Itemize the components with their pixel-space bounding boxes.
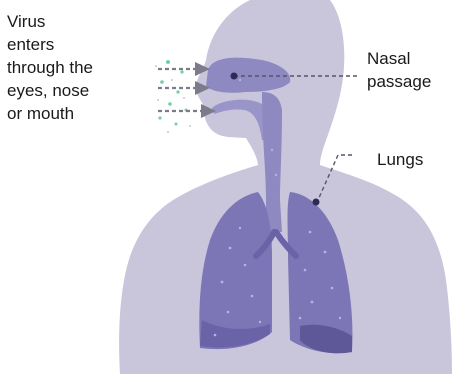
- lungs-label: Lungs: [377, 148, 423, 171]
- virus-entry-label-line: or mouth: [7, 102, 93, 125]
- virus-entry-label-line: through the: [7, 56, 93, 79]
- virus-entry-label-line: enters: [7, 33, 93, 56]
- virus-entry-label-line: eyes, nose: [7, 79, 93, 102]
- lungs-label-text: Lungs: [377, 148, 423, 171]
- dust-dots: [155, 65, 191, 133]
- nasal-passage-label: Nasal passage: [367, 47, 431, 93]
- virus-entry-label: Virus enters through the eyes, nose or m…: [7, 10, 93, 125]
- nasal-passage-label-line: Nasal: [367, 47, 431, 70]
- nasal-passage-label-line: passage: [367, 70, 431, 93]
- virus-entry-label-line: Virus: [7, 10, 93, 33]
